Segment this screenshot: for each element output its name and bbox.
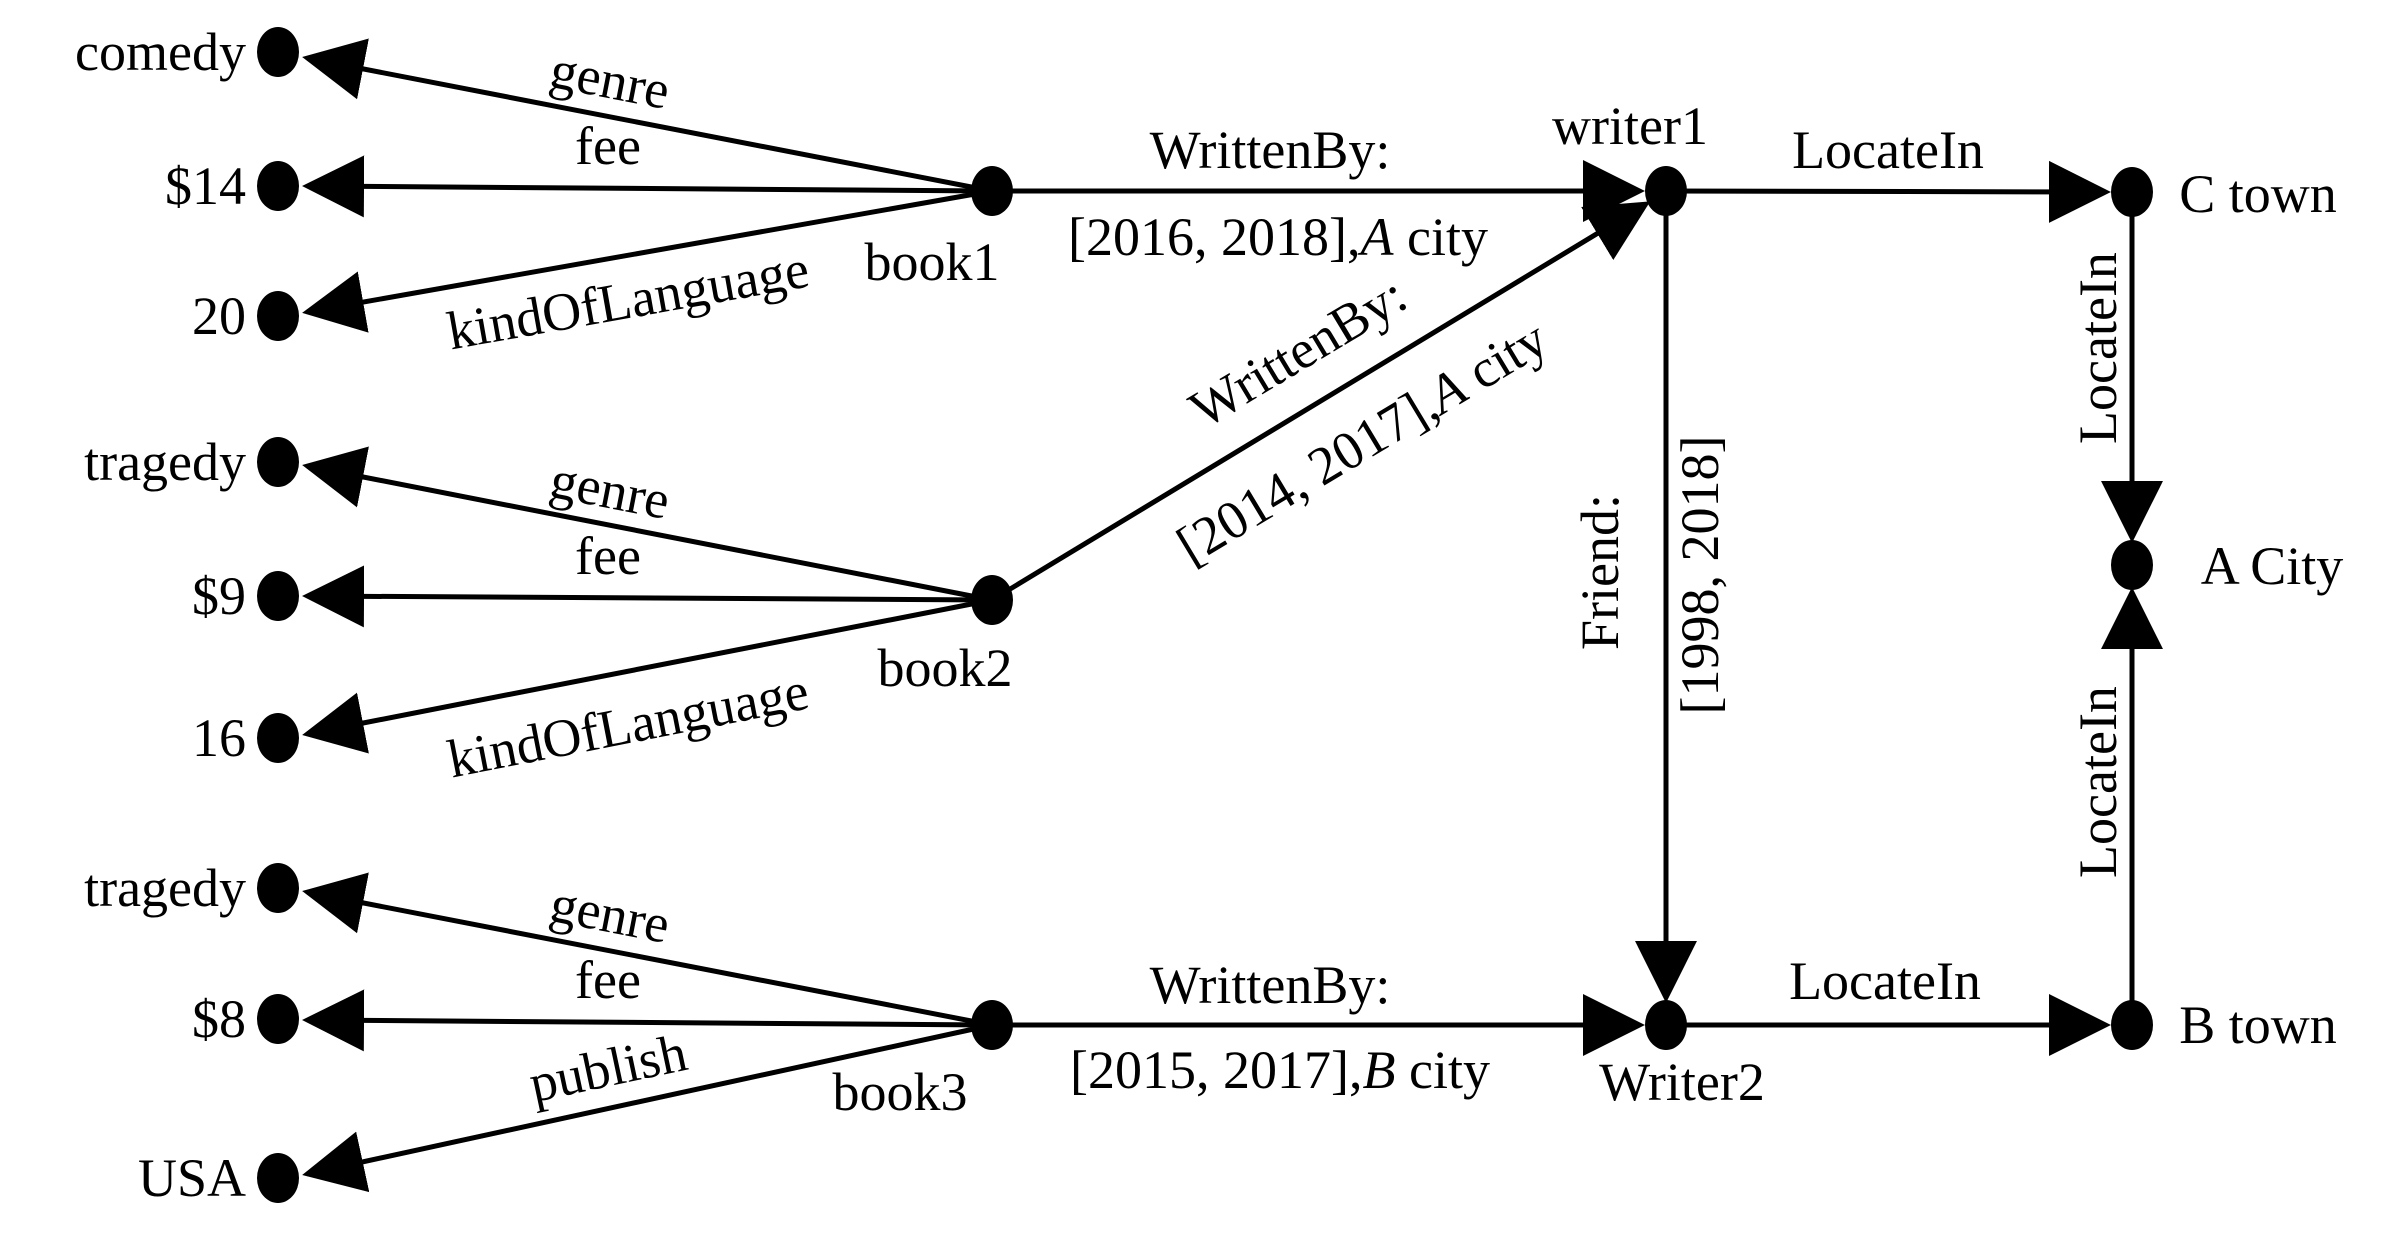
node-label-fee9: $9 — [192, 566, 246, 626]
node-label-acity: A City — [2200, 536, 2344, 596]
edge-book1-kindoflanguage-line — [302, 188, 993, 333]
edge-label-book1-writtenby: WrittenBy: — [1149, 120, 1391, 180]
node-label-book3: book3 — [832, 1062, 968, 1122]
node-label-comedy: comedy — [75, 22, 246, 82]
node-dot-acity — [2111, 540, 2153, 590]
edge-book2-fee-line — [302, 565, 993, 628]
node-dot-tragedy1 — [257, 437, 299, 487]
interval-city-initial: A — [1360, 207, 1394, 267]
interval-text: [2016, 2018], — [1068, 207, 1361, 267]
node-label-book1: book1 — [864, 232, 1000, 292]
edge-label-book2-fee: fee — [575, 526, 641, 586]
node-label-lang20: 20 — [192, 286, 246, 346]
node-dot-writer1 — [1645, 166, 1687, 216]
node-dot-usa — [257, 1153, 299, 1203]
edge-label-book1-interval: [2016, 2018],A city — [1068, 210, 1488, 264]
edge-label-book3-writtenby: WrittenBy: — [1149, 955, 1391, 1015]
edge-book1-genre-line — [302, 38, 993, 194]
node-dot-fee14 — [257, 161, 299, 211]
edge-label-writer1-locatein: LocateIn — [1792, 120, 1984, 180]
node-dot-lang16 — [257, 713, 299, 763]
node-label-fee8: $8 — [192, 989, 246, 1049]
node-dot-tragedy2 — [257, 863, 299, 913]
interval-city-initial: B — [1362, 1040, 1396, 1100]
node-label-book2: book2 — [877, 638, 1013, 698]
node-dot-btown — [2111, 1000, 2153, 1050]
edge-book2-kindoflanguage-line — [302, 597, 993, 754]
node-dot-book2 — [971, 575, 1013, 625]
node-label-btown: B town — [2179, 995, 2337, 1055]
node-label-usa: USA — [137, 1148, 246, 1208]
interval-city-rest: city — [1395, 1040, 1490, 1100]
node-dot-fee8 — [257, 994, 299, 1044]
edge-book1-fee-line — [302, 155, 993, 218]
node-label-tragedy1: tragedy — [84, 432, 246, 492]
node-dot-fee9 — [257, 571, 299, 621]
edge-label-btown-acity-locatein: LocateIn — [2068, 686, 2128, 878]
node-dot-book3 — [971, 1000, 1013, 1050]
node-label-tragedy2: tragedy — [84, 858, 246, 918]
edge-writer1-locatein-line — [1665, 160, 2111, 223]
edge-book2-genre-line — [302, 446, 993, 603]
edge-label-friend-interval: [1998, 2018] — [1670, 435, 1730, 715]
node-dot-book1 — [971, 166, 1013, 216]
interval-city-rest: city — [1393, 207, 1488, 267]
node-label-writer2: Writer2 — [1599, 1052, 1765, 1112]
node-dot-ctown — [2111, 167, 2153, 217]
edge-label-ctown-acity-locatein: LocateIn — [2068, 252, 2128, 444]
node-label-fee14: $14 — [165, 156, 246, 216]
node-label-ctown: C town — [2179, 164, 2337, 224]
edge-label-writer2-locatein: LocateIn — [1789, 951, 1981, 1011]
node-dot-lang20 — [257, 291, 299, 341]
edge-label-friend: Friend: — [1570, 494, 1630, 650]
interval-text: [2015, 2017], — [1070, 1040, 1363, 1100]
edge-label-book3-fee: fee — [575, 950, 641, 1010]
edge-label-book3-interval: [2015, 2017],B city — [1070, 1043, 1490, 1097]
edge-book2-writtenby-line — [990, 201, 1651, 603]
node-label-writer1: writer1 — [1552, 96, 1708, 156]
node-dot-writer2 — [1645, 1000, 1687, 1050]
node-dot-comedy — [257, 27, 299, 77]
edge-book3-publish-line — [302, 1022, 993, 1193]
node-label-lang16: 16 — [192, 708, 246, 768]
edge-book3-fee-line — [302, 989, 993, 1052]
edge-book3-genre-line — [302, 872, 993, 1028]
edge-label-book1-fee: fee — [575, 116, 641, 176]
